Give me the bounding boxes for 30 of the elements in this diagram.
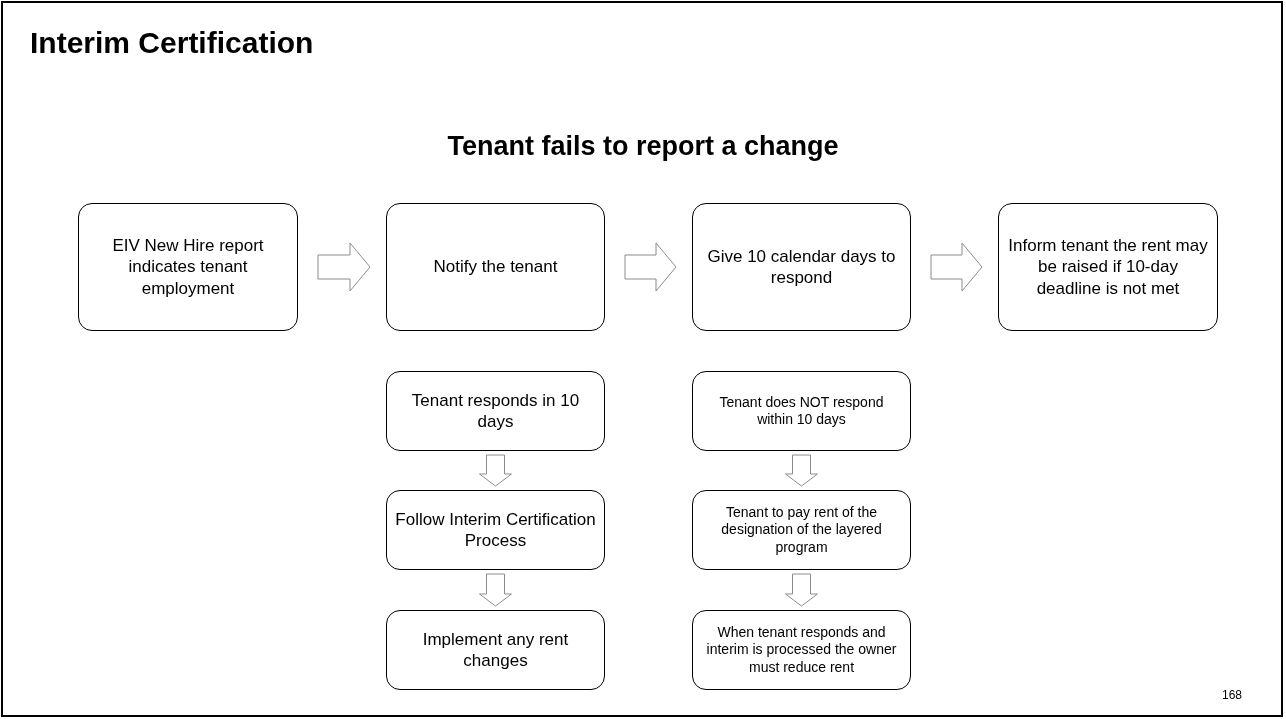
block-arrow bbox=[479, 454, 512, 487]
process-box bbox=[998, 203, 1218, 331]
page-number: 168 bbox=[1222, 687, 1243, 704]
process-box bbox=[386, 610, 605, 690]
box-text: Follow Interim Certification Process bbox=[395, 508, 596, 552]
box-text: Give 10 calendar days to respond bbox=[706, 245, 897, 289]
box-text: Notify the tenant bbox=[433, 256, 558, 278]
process-box bbox=[692, 371, 911, 451]
block-arrow bbox=[317, 242, 371, 292]
box-text: When tenant responds and interim is processed the owner must reduce rent bbox=[705, 623, 898, 677]
process-box bbox=[386, 203, 605, 331]
block-arrow bbox=[785, 454, 818, 487]
box-text: Tenant to pay rent of the designation of the layered program bbox=[720, 503, 883, 557]
block-arrow bbox=[624, 242, 677, 292]
box-text: Tenant responds in 10 days bbox=[410, 389, 581, 433]
block-arrow bbox=[479, 573, 512, 607]
process-box bbox=[386, 371, 605, 451]
block-arrow bbox=[785, 573, 818, 607]
process-box bbox=[692, 610, 911, 690]
process-box bbox=[386, 490, 605, 570]
diagram-heading: Tenant fails to report a change bbox=[446, 130, 840, 163]
box-text: Implement any rent changes bbox=[421, 628, 570, 672]
process-box bbox=[78, 203, 298, 331]
slide-title: Interim Certification bbox=[30, 25, 314, 61]
block-arrow bbox=[930, 242, 983, 292]
process-box bbox=[692, 203, 911, 331]
box-text: Tenant does NOT respond within 10 days bbox=[718, 393, 885, 429]
box-text: Inform tenant the rent may be raised if 10-day deadline is not met bbox=[1007, 235, 1209, 299]
box-text: EIV New Hire report indicates tenant employment bbox=[111, 235, 265, 299]
process-box bbox=[692, 490, 911, 570]
